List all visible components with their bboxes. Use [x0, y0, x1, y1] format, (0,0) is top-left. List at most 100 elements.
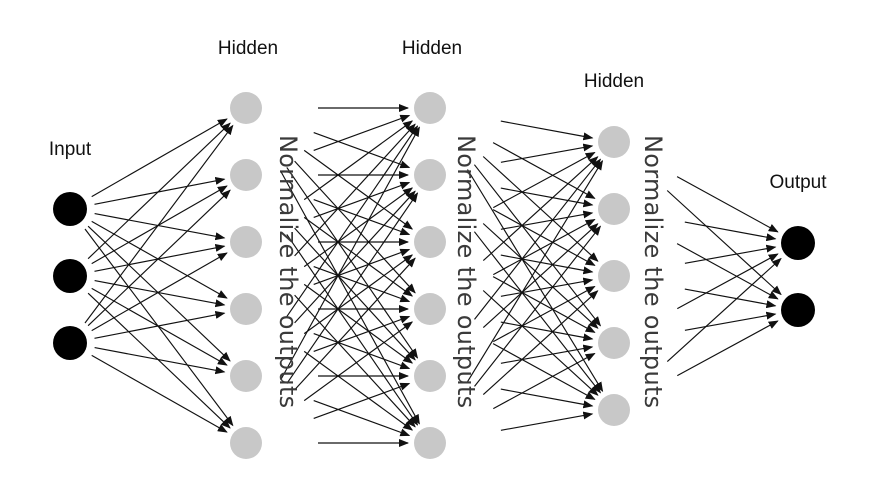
hidden-node-3-0 — [598, 126, 630, 158]
edge-l2-n2-to-l3-n1 — [500, 210, 594, 230]
layer-label-hidden-2: Hidden — [402, 38, 462, 59]
edge-l2-n1-to-l3-n2 — [492, 209, 596, 266]
edge-l1-n5-to-l2-n3 — [303, 321, 414, 402]
edge-l1-n4-to-l2-n1 — [294, 190, 416, 324]
edge-l2-n0-to-l3-n1 — [492, 142, 596, 199]
edge-l2-n5-to-l3-n4 — [500, 411, 594, 431]
edge-l2-n2-to-l3-n0 — [493, 151, 596, 209]
edge-l2-n0-to-l3-n0 — [500, 120, 594, 141]
input-node-0-0 — [53, 192, 87, 226]
normalize-label-2: Normalize the outputs — [452, 135, 480, 408]
edge-l0-n1-to-l1-n5 — [87, 292, 231, 429]
edge-l2-n1-to-l3-n4 — [473, 231, 602, 394]
hidden-node-3-2 — [598, 260, 630, 292]
hidden-node-2-0 — [414, 92, 446, 124]
edge-l2-n5-to-l3-n3 — [493, 352, 596, 410]
edge-l2-n2-to-l3-n3 — [492, 276, 596, 333]
hidden-node-2-2 — [414, 226, 446, 258]
edge-l2-n3-to-l3-n2 — [500, 277, 594, 297]
connection-edges — [84, 104, 782, 447]
edge-l1-n2-to-l2-n1 — [313, 181, 411, 218]
edge-l2-n3-to-l3-n4 — [492, 343, 596, 400]
edge-l0-n2-to-l1-n0 — [84, 124, 234, 324]
hidden-node-3-1 — [598, 193, 630, 225]
edge-l3-n2-to-l4-n0 — [684, 244, 777, 264]
edge-l1-n4-to-l2-n3 — [313, 315, 411, 352]
edge-l2-n5-to-l3-n0 — [467, 159, 604, 382]
normalize-label-1: Normalize the outputs — [274, 135, 302, 408]
hidden-node-3-3 — [598, 327, 630, 359]
edge-l3-n3-to-l4-n0 — [677, 253, 779, 310]
edge-l1-n1-to-l2-n5 — [286, 234, 419, 426]
hidden-node-2-3 — [414, 293, 446, 325]
edge-l2-n4-to-l3-n0 — [474, 158, 602, 320]
edge-l1-n0-to-l2-n1 — [313, 132, 411, 169]
edge-l1-n5-to-l2-n4 — [313, 382, 411, 419]
edge-l0-n2-to-l1-n5 — [91, 354, 228, 433]
edge-l1-n1-to-l2-n3 — [303, 216, 414, 297]
edge-l2-n2-to-l3-n2 — [500, 254, 594, 275]
edge-l0-n0-to-l1-n5 — [84, 228, 234, 427]
edge-l2-n4-to-l3-n3 — [500, 344, 594, 364]
edge-l1-n5-to-l2-n2 — [294, 257, 416, 391]
edge-l3-n1-to-l4-n0 — [684, 221, 777, 242]
edge-l2-n4-to-l3-n1 — [482, 223, 599, 329]
edge-l1-n4-to-l2-n2 — [303, 254, 414, 335]
edge-l1-n2-to-l2-n4 — [303, 283, 414, 364]
normalize-label-3: Normalize the outputs — [639, 135, 667, 408]
hidden-node-2-5 — [414, 427, 446, 459]
edge-l1-n1-to-l2-n0 — [313, 114, 411, 151]
edge-l1-n3-to-l2-n1 — [303, 187, 414, 268]
edge-l1-n2-to-l2-n5 — [294, 294, 416, 428]
edge-l3-n4-to-l4-n1 — [677, 320, 779, 377]
edge-l3-n1-to-l4-n1 — [676, 243, 779, 300]
edge-l1-n0-to-l2-n5 — [280, 170, 420, 425]
edge-l1-n2-to-l2-n0 — [303, 120, 414, 201]
edge-l3-n4-to-l4-n0 — [666, 257, 782, 363]
hidden-node-1-3 — [230, 293, 262, 325]
input-node-0-1 — [53, 259, 87, 293]
edge-l2-n3-to-l3-n1 — [493, 218, 596, 276]
edge-l2-n3-to-l3-n0 — [482, 156, 599, 262]
edge-l1-n2-to-l2-n3 — [313, 266, 411, 303]
hidden-node-2-1 — [414, 159, 446, 191]
hidden-node-1-4 — [230, 360, 262, 392]
hidden-node-2-4 — [414, 360, 446, 392]
edge-l0-n1-to-l1-n4 — [91, 287, 228, 366]
input-node-0-2 — [53, 326, 87, 360]
edge-l1-n0-to-l2-n3 — [294, 160, 416, 294]
layer-label-hidden-3: Hidden — [584, 71, 644, 92]
edge-l0-n1-to-l1-n3 — [94, 280, 226, 308]
edge-l1-n4-to-l2-n0 — [286, 125, 419, 317]
edge-l1-n1-to-l2-n4 — [294, 227, 416, 361]
edge-l0-n1-to-l1-n0 — [87, 122, 231, 260]
hidden-node-1-1 — [230, 159, 262, 191]
edge-l0-n2-to-l1-n2 — [91, 252, 228, 332]
edge-l0-n2-to-l1-n4 — [94, 347, 226, 375]
hidden-node-1-5 — [230, 427, 262, 459]
edge-l2-n0-to-l3-n3 — [473, 164, 602, 327]
layer-label-input: Input — [49, 139, 92, 160]
edge-l2-n5-to-l3-n1 — [474, 225, 602, 387]
edge-l2-n4-to-l3-n2 — [493, 285, 596, 343]
network-nodes — [53, 92, 815, 459]
edge-l0-n0-to-l1-n4 — [87, 225, 231, 362]
edge-l2-n5-to-l3-n2 — [482, 290, 599, 396]
layer-label-output: Output — [769, 172, 827, 193]
edge-l0-n0-to-l1-n1 — [94, 176, 226, 205]
edge-l2-n1-to-l3-n0 — [500, 143, 594, 163]
edge-l1-n5-to-l2-n1 — [286, 192, 419, 384]
hidden-node-1-2 — [230, 226, 262, 258]
edge-l1-n3-to-l2-n0 — [294, 123, 416, 257]
edge-l0-n1-to-l1-n2 — [94, 243, 226, 272]
edge-l1-n0-to-l2-n2 — [303, 149, 414, 230]
edge-l1-n3-to-l2-n4 — [313, 333, 411, 370]
edge-l1-n4-to-l2-n5 — [313, 400, 411, 437]
edge-l0-n2-to-l1-n1 — [87, 189, 231, 327]
hidden-node-3-4 — [598, 394, 630, 426]
edge-l3-n0-to-l4-n0 — [676, 176, 779, 233]
edge-l1-n0-to-l2-n4 — [286, 167, 419, 359]
edge-l2-n4-to-l3-n4 — [500, 388, 594, 409]
layer-label-hidden-1: Hidden — [218, 38, 278, 59]
